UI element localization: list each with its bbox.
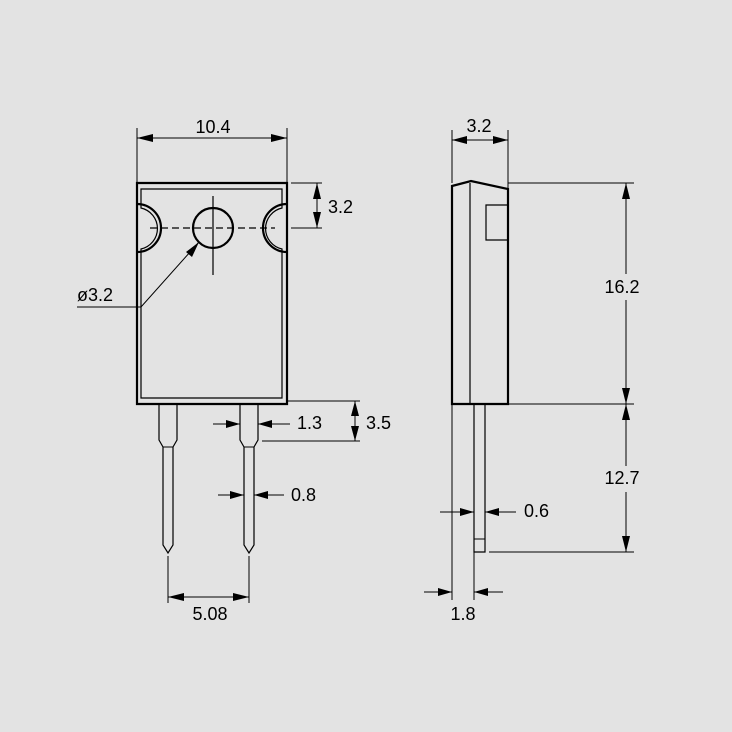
front-view: 10.4 3.2 ø3.2 1.3 3.5 0.8 — [77, 117, 391, 624]
thickness-label: 3.2 — [466, 116, 491, 136]
lead-tip-label: 0.8 — [291, 485, 316, 505]
left-notch — [136, 202, 163, 254]
body-height-label: 16.2 — [604, 277, 639, 297]
side-tab-step — [485, 204, 508, 241]
front-body-outline — [135, 181, 289, 406]
width-label: 10.4 — [195, 117, 230, 137]
left-lead — [158, 404, 178, 555]
lead-shoulder-label: 3.5 — [366, 413, 391, 433]
pitch-label: 5.08 — [192, 604, 227, 624]
lead-thickness-label: 0.6 — [524, 501, 549, 521]
front-body-inner — [140, 188, 283, 399]
side-view: 3.2 16.2 12.7 0.6 1.8 — [424, 116, 640, 624]
side-body-outline — [450, 179, 510, 406]
tab-height-label: 3.2 — [328, 197, 353, 217]
lead-length-label: 12.7 — [604, 468, 639, 488]
hole-diameter-label: ø3.2 — [77, 285, 113, 305]
lead-width-label: 1.3 — [297, 413, 322, 433]
right-lead — [239, 404, 259, 555]
side-lead — [473, 404, 486, 553]
lead-offset-label: 1.8 — [450, 604, 475, 624]
